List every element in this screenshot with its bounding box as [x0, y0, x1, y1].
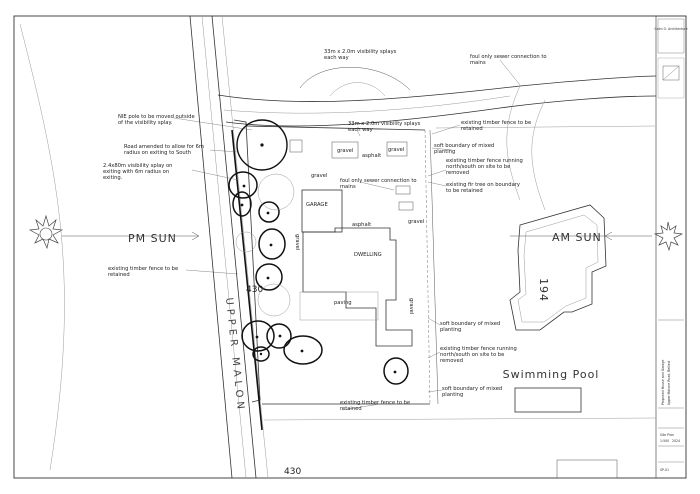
title-project: Proposed House and Garage [661, 360, 665, 405]
title-dwg-no: SP-01 [660, 468, 669, 472]
label-gravel-1: gravel [337, 148, 353, 154]
existing-trees [228, 119, 409, 385]
tree-7 [241, 320, 275, 352]
tree-3 [232, 191, 252, 217]
label-line: exiting with 6m radius on [103, 169, 169, 175]
label-pm-sun: PM SUN [128, 232, 177, 245]
label-house-number: 194 [537, 278, 550, 302]
label-dwelling: DWELLING [354, 252, 382, 258]
tree-8 [266, 323, 292, 349]
label-line: radius on exiting to South [124, 150, 191, 156]
label-asphalt-2: asphalt [352, 222, 371, 228]
label-line: exiting. [103, 175, 123, 181]
label-line: mains [340, 184, 356, 190]
label-gravel-3: gravel [311, 173, 327, 179]
label-line: each way [348, 127, 373, 133]
leader-lines [173, 59, 521, 411]
label-am-sun: AM SUN [552, 231, 602, 244]
label-line: planting [434, 149, 455, 155]
title-date: 2024 [672, 439, 680, 443]
tree-6 [255, 263, 283, 291]
garage-lower-right [556, 459, 618, 479]
label-level-430-a: 430 [246, 285, 263, 295]
tree-2 [228, 171, 258, 199]
label-level-430-b: 430 [284, 467, 301, 477]
label-line: retained [461, 126, 483, 132]
label-gravel-6: gravel [408, 298, 414, 314]
sun-east-icon [653, 221, 684, 252]
label-garage: GARAGE [306, 202, 328, 208]
tree-10 [283, 335, 323, 365]
label-gravel-5: gravel [294, 234, 300, 250]
sheet-border [13, 15, 687, 479]
tree-4 [258, 201, 280, 223]
tree-nie-pole [236, 119, 288, 171]
title-drawing: Site Plan [660, 433, 674, 437]
site-boundary [231, 119, 657, 431]
tree-9 [252, 346, 270, 362]
label-line: planting [442, 392, 463, 398]
gravel-boxes [289, 139, 414, 211]
label-line: north/south on site to be [446, 164, 510, 170]
title-block: Colm O. Architecture Proposed House and … [654, 16, 688, 478]
label-line: planting [440, 327, 461, 333]
label-line: mains [470, 60, 486, 66]
title-scale: 1:500 [660, 439, 669, 443]
label-asphalt-1: asphalt [362, 153, 381, 159]
label-line: retained [340, 406, 362, 412]
tree-11 [383, 357, 409, 385]
label-road-name: UPPER MALON [223, 297, 246, 413]
label-line: of the visibility splay. [118, 120, 173, 126]
label-line: removed [440, 358, 463, 364]
sun-west-icon [28, 214, 64, 250]
am-sun-arrow [510, 231, 652, 241]
label-line: each way [324, 55, 349, 61]
upper-malone-road [189, 15, 269, 479]
title-address: Upper Malone Road, Belfast [667, 360, 671, 405]
label-paving: paving [334, 300, 352, 306]
pm-sun-arrow [19, 23, 200, 471]
label-gravel-4: gravel [408, 219, 424, 225]
side-road [217, 67, 657, 211]
title-practice: Colm O. Architecture [654, 27, 687, 31]
label-gravel-2: gravel [388, 147, 404, 153]
label-swimming-pool: Swimming Pool [503, 368, 600, 381]
label-line: retained [108, 272, 130, 278]
garage-building [301, 189, 343, 233]
label-line: to be retained [446, 188, 483, 194]
label-line: north/south on site to be [440, 352, 504, 358]
label-line: removed [446, 170, 469, 176]
paving-area [299, 291, 379, 321]
neighbour-house-194 [509, 204, 607, 331]
tree-5 [258, 228, 286, 260]
dwelling-building [302, 227, 413, 347]
swimming-pool [514, 387, 582, 413]
